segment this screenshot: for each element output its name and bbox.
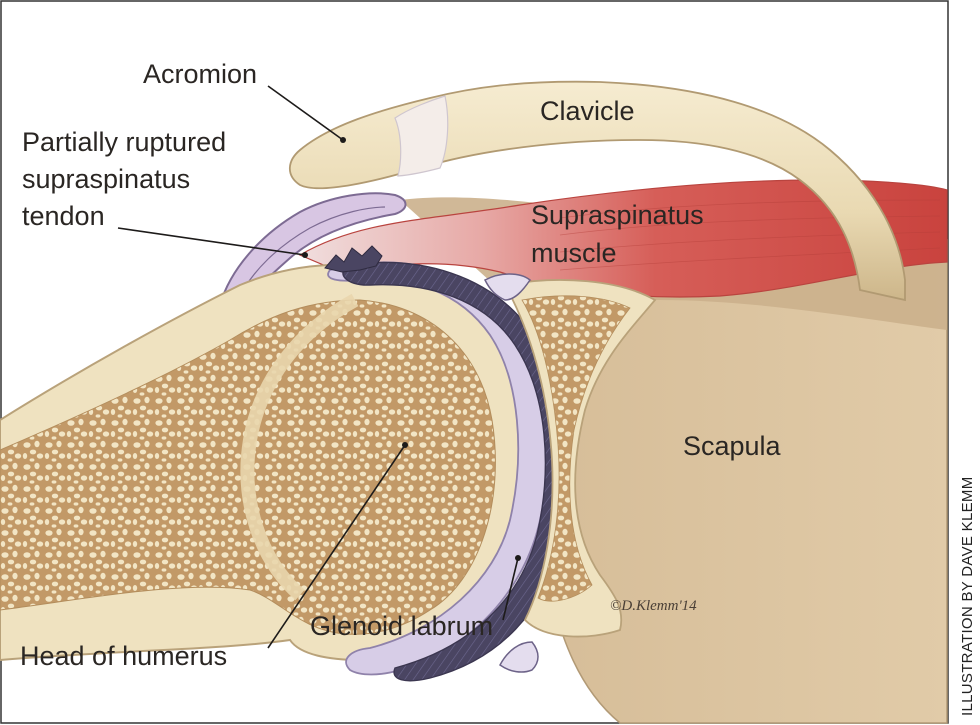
labrum-upper [484,273,532,301]
label-tendon-line-2: supraspinatus [22,164,190,194]
bursa-inner [237,206,386,301]
acromion-cartilage-band [394,95,449,177]
leader-humerus [267,444,406,649]
label-labrum: Glenoid labrum [310,611,493,641]
label-humerus: Head of humerus [20,641,227,671]
label-muscle-line-1: Supraspinatus [531,200,704,230]
glenoid-spongy-bone [521,295,631,602]
leader-humerus-dot [402,442,408,448]
leader-tendon [117,227,306,256]
ruptured-tendon-end [324,245,383,273]
label-tendon-line-1: Partially ruptured [22,127,226,157]
label-muscle-line-2: muscle [531,238,617,268]
leader-acromion-dot [340,137,346,143]
illustration-credit: ILLUSTRATION BY DAVE KLEMM [959,476,976,716]
leader-labrum-dot [515,555,521,561]
label-acromion: Acromion [143,59,257,89]
growth-plate-line [240,293,359,601]
leader-acromion [267,85,344,141]
leader-labrum [502,557,519,621]
label-scapula: Scapula [683,431,782,461]
glenoid-bone [503,279,657,638]
leader-lines [117,85,521,649]
labrum-lower [499,641,539,673]
label-tendon-line-3: tendon [22,201,105,231]
label-clavicle: Clavicle [540,96,635,126]
artist-signature: ©D.Klemm'14 [610,598,697,614]
supraspinatus-muscle [298,179,948,298]
leader-tendon-dot [302,252,308,258]
